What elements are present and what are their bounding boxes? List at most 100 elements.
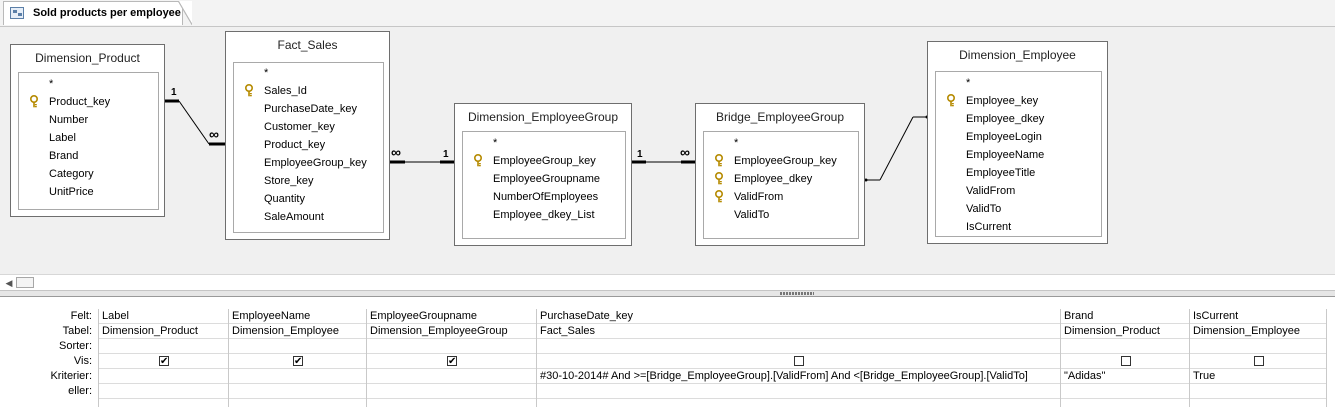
- checked-checkbox[interactable]: ✔: [159, 356, 169, 367]
- field-name: *: [264, 67, 269, 79]
- grid-cell-sorter[interactable]: [537, 339, 1061, 354]
- table-field[interactable]: PurchaseDate_key: [234, 100, 383, 118]
- table-field[interactable]: Employee_dkey: [936, 110, 1101, 128]
- table-field[interactable]: IsCurrent: [936, 218, 1101, 236]
- grid-cell-vis[interactable]: [537, 354, 1061, 369]
- join-endpoint: [864, 178, 868, 182]
- grid-cell-eller[interactable]: [367, 384, 537, 399]
- table-field[interactable]: Store_key: [234, 172, 383, 190]
- table-diagram-pane[interactable]: 1 ∞ ∞ 1 1 ∞ Dimension_Product *Product_k…: [0, 27, 1335, 274]
- grid-cell-eller[interactable]: [1190, 384, 1327, 399]
- table-field[interactable]: Number: [19, 111, 158, 129]
- table-title: Dimension_EmployeeGroup: [467, 110, 619, 124]
- table-field[interactable]: EmployeeName: [936, 146, 1101, 164]
- unchecked-checkbox[interactable]: [1121, 356, 1131, 366]
- scroll-left-arrow-icon[interactable]: ◀: [5, 278, 13, 288]
- rel-one-label: 1: [637, 149, 643, 160]
- grid-cell-sorter[interactable]: [367, 339, 537, 354]
- grid-cell-kriterier[interactable]: [229, 369, 367, 384]
- table-field[interactable]: *: [936, 74, 1101, 92]
- grid-cell-felt[interactable]: PurchaseDate_key: [537, 309, 1061, 324]
- grid-cell-eller[interactable]: [229, 384, 367, 399]
- table-field[interactable]: UnitPrice: [19, 183, 158, 201]
- table-field[interactable]: Customer_key: [234, 118, 383, 136]
- table-field[interactable]: Quantity: [234, 190, 383, 208]
- checked-checkbox[interactable]: ✔: [447, 356, 457, 367]
- grid-cell-eller[interactable]: [537, 384, 1061, 399]
- grid-cell-eller[interactable]: [1061, 384, 1190, 399]
- grid-cell-vis[interactable]: [1061, 354, 1190, 369]
- grid-cell-tabel[interactable]: Dimension_Employee: [229, 324, 367, 339]
- pane-splitter[interactable]: [0, 290, 1335, 297]
- table-field[interactable]: ValidFrom: [936, 182, 1101, 200]
- grid-cell-sorter[interactable]: [99, 339, 229, 354]
- grid-cell-tabel[interactable]: Dimension_Employee: [1190, 324, 1327, 339]
- row-label-eller: eller:: [68, 385, 92, 397]
- table-field[interactable]: Sales_Id: [234, 82, 383, 100]
- grid-cell-vis[interactable]: ✔: [99, 354, 229, 369]
- table-field[interactable]: ValidFrom: [704, 188, 858, 206]
- table-field[interactable]: Product_key: [19, 93, 158, 111]
- grid-cell-eller[interactable]: [99, 384, 229, 399]
- table-field[interactable]: Employee_key: [936, 92, 1101, 110]
- table-field[interactable]: *: [234, 64, 383, 82]
- table-field[interactable]: ValidTo: [704, 206, 858, 224]
- grid-cell-kriterier[interactable]: #30-10-2014# And >=[Bridge_EmployeeGroup…: [537, 369, 1061, 384]
- table-field[interactable]: Employee_dkey_List: [463, 206, 625, 224]
- grid-cell-felt[interactable]: EmployeeName: [229, 309, 367, 324]
- table-field[interactable]: NumberOfEmployees: [463, 188, 625, 206]
- grid-cell-felt[interactable]: IsCurrent: [1190, 309, 1327, 324]
- table-field[interactable]: EmployeeGroup_key: [463, 152, 625, 170]
- unchecked-checkbox[interactable]: [794, 356, 804, 366]
- table-field[interactable]: SaleAmount: [234, 208, 383, 226]
- grid-cell-sorter[interactable]: [1061, 339, 1190, 354]
- grid-cell-sorter[interactable]: [1190, 339, 1327, 354]
- table-field[interactable]: Employee_dkey: [704, 170, 858, 188]
- table-field[interactable]: EmployeeTitle: [936, 164, 1101, 182]
- table-field[interactable]: EmployeeGroup_key: [704, 152, 858, 170]
- grid-cell-kriterier[interactable]: "Adidas": [1061, 369, 1190, 384]
- table-title: Bridge_EmployeeGroup: [715, 110, 845, 124]
- grid-cell-kriterier[interactable]: [367, 369, 537, 384]
- table-field[interactable]: Category: [19, 165, 158, 183]
- grid-cell-tabel[interactable]: Fact_Sales: [537, 324, 1061, 339]
- grid-cell-kriterier[interactable]: [99, 369, 229, 384]
- query-tab[interactable]: Sold products per employee: [3, 1, 192, 25]
- scroll-thumb[interactable]: [16, 277, 34, 288]
- grid-cell-kriterier[interactable]: True: [1190, 369, 1327, 384]
- table-field[interactable]: ValidTo: [936, 200, 1101, 218]
- grid-cell-tabel[interactable]: Dimension_Product: [1061, 324, 1190, 339]
- grid-cell-sorter[interactable]: [229, 339, 367, 354]
- table-field[interactable]: *: [704, 134, 858, 152]
- table-field[interactable]: EmployeeLogin: [936, 128, 1101, 146]
- grid-cell-tabel[interactable]: Dimension_Product: [99, 324, 229, 339]
- grid-cell-vis[interactable]: ✔: [367, 354, 537, 369]
- grid-cell-felt[interactable]: Label: [99, 309, 229, 324]
- grid-cell-felt[interactable]: Brand: [1061, 309, 1190, 324]
- unchecked-checkbox[interactable]: [1254, 356, 1264, 366]
- table-field[interactable]: Label: [19, 129, 158, 147]
- table-dimension-employeegroup[interactable]: Dimension_EmployeeGroup *EmployeeGroup_k…: [454, 103, 632, 246]
- table-field[interactable]: Brand: [19, 147, 158, 165]
- grid-column: [1326, 309, 1335, 407]
- checked-checkbox[interactable]: ✔: [293, 356, 303, 367]
- diagram-horizontal-scrollbar[interactable]: ◀: [0, 274, 1335, 290]
- table-field[interactable]: *: [19, 75, 158, 93]
- table-field[interactable]: EmployeeGroup_key: [234, 154, 383, 172]
- grid-cell-vis[interactable]: [1190, 354, 1327, 369]
- table-field[interactable]: *: [463, 134, 625, 152]
- grid-cell-tabel[interactable]: Dimension_EmployeeGroup: [367, 324, 537, 339]
- table-field[interactable]: EmployeeGroupname: [463, 170, 625, 188]
- table-field[interactable]: Product_key: [234, 136, 383, 154]
- grid-cell-vis[interactable]: ✔: [229, 354, 367, 369]
- grid-cell-felt[interactable]: EmployeeGroupname: [367, 309, 537, 324]
